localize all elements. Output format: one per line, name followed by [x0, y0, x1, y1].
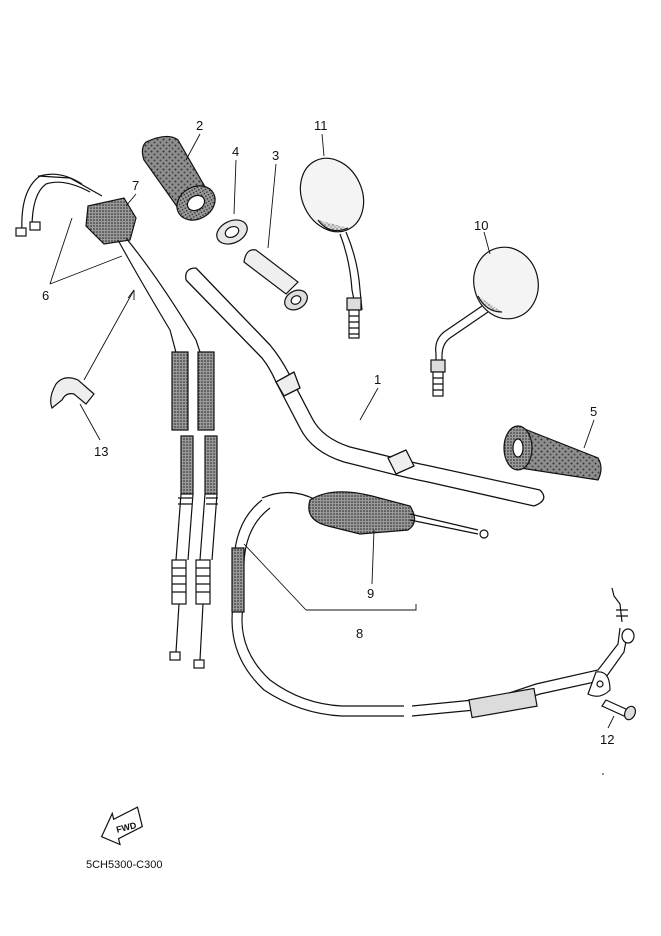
throttle-cables	[15, 173, 218, 669]
forward-label: FWD	[115, 820, 138, 835]
callout-4: 4	[232, 144, 239, 159]
throttle-tube	[243, 249, 308, 311]
callout-12: 12	[600, 732, 614, 747]
callout-13: 13	[94, 444, 108, 459]
callout-7: 7	[132, 178, 139, 193]
callout-10: 10	[474, 218, 488, 233]
callout-5: 5	[590, 404, 597, 419]
speck	[602, 773, 604, 775]
leader-lines	[49, 133, 615, 729]
right-grip	[503, 425, 602, 481]
left-grip	[141, 135, 216, 221]
callout-11: 11	[314, 118, 328, 133]
cable-clamp	[50, 377, 95, 409]
callout-9: 9	[367, 586, 374, 601]
callout-6: 6	[42, 288, 49, 303]
right-mirror	[430, 246, 539, 397]
washer	[216, 219, 248, 245]
callout-labels: 1 2 3 4 5 6 7 8 9 10 11 12 13	[42, 118, 614, 747]
handlebar	[185, 267, 545, 507]
clutch-cable	[231, 491, 635, 719]
bolt	[601, 699, 637, 721]
callout-2: 2	[196, 118, 203, 133]
callout-8: 8	[356, 626, 363, 641]
left-mirror	[299, 157, 365, 339]
callout-3: 3	[272, 148, 279, 163]
drawing-code: 5CH5300-C300	[86, 859, 162, 871]
callout-1: 1	[374, 372, 381, 387]
forward-arrow-icon: FWD	[100, 806, 144, 846]
